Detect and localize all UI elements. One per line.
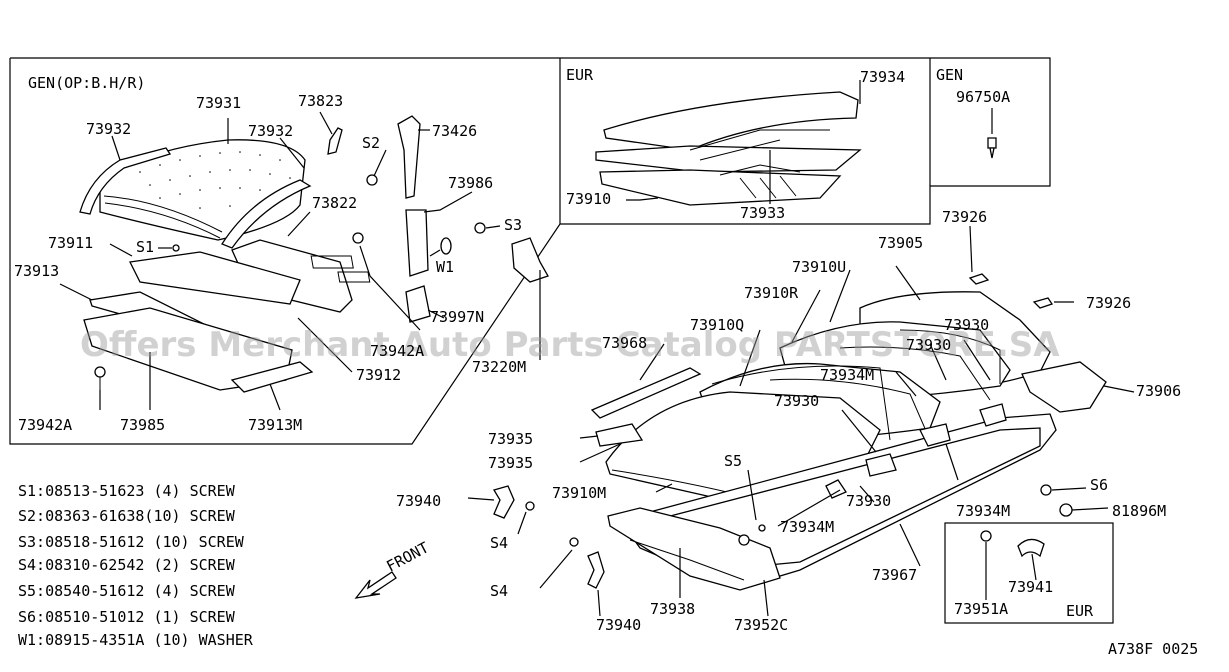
part-label: S6 bbox=[1090, 476, 1108, 494]
legend-item: W1:08915-4351A (10) WASHER bbox=[18, 631, 254, 649]
section-label-gen-op: GEN(OP:B.H/R) bbox=[28, 74, 145, 92]
legend-item: S1:08513-51623 (4) SCREW bbox=[18, 482, 236, 500]
part-label: 73930 bbox=[774, 392, 819, 410]
part-label: 73934 bbox=[860, 68, 905, 86]
section-label-gen-right: GEN bbox=[936, 66, 963, 84]
part-label: 73220M bbox=[472, 358, 526, 376]
main-roof-assembly bbox=[467, 225, 1135, 617]
part-label: 96750A bbox=[956, 88, 1010, 106]
section-label-eur-bottom: EUR bbox=[1066, 602, 1094, 620]
screw-legend: S1:08513-51623 (4) SCREW S2:08363-61638(… bbox=[18, 482, 254, 649]
part-label: 73426 bbox=[432, 122, 477, 140]
eur-headlining-inset bbox=[595, 80, 997, 206]
part-label: 73910U bbox=[792, 258, 846, 276]
part-label: S2 bbox=[362, 134, 380, 152]
watermark: Offers Merchant Auto Parts Catalog PARTS… bbox=[80, 325, 1060, 365]
part-label: 73951A bbox=[954, 600, 1008, 618]
part-label: 73934M bbox=[956, 502, 1010, 520]
part-label: 73941 bbox=[1008, 578, 1053, 596]
part-label: 73935 bbox=[488, 430, 533, 448]
part-label: 73932 bbox=[86, 120, 131, 138]
section-label-eur-top: EUR bbox=[566, 66, 594, 84]
part-label: 73932 bbox=[248, 122, 293, 140]
part-label: 73926 bbox=[1086, 294, 1131, 312]
section-frames bbox=[9, 57, 1114, 624]
part-label: 73934M bbox=[780, 518, 834, 536]
part-label: 73931 bbox=[196, 94, 241, 112]
part-labels: GEN(OP:B.H/R) EUR GEN EUR 73931 73823 73… bbox=[14, 66, 1198, 658]
part-label: 73905 bbox=[878, 234, 923, 252]
legend-item: S3:08518-51612 (10) SCREW bbox=[18, 533, 245, 551]
part-label: 73940 bbox=[596, 616, 641, 634]
part-label: 73926 bbox=[942, 208, 987, 226]
part-label: 73968 bbox=[602, 334, 647, 352]
part-label: 73823 bbox=[298, 92, 343, 110]
front-label: FRONT bbox=[383, 538, 431, 575]
legend-item: S2:08363-61638(10) SCREW bbox=[18, 507, 236, 525]
legend-item: S4:08310-62542 (2) SCREW bbox=[18, 556, 236, 574]
part-label: 73910M bbox=[552, 484, 606, 502]
part-label: 73942A bbox=[370, 342, 424, 360]
part-label: 73910R bbox=[744, 284, 799, 302]
part-label: 73930 bbox=[906, 336, 951, 354]
part-label: S5 bbox=[724, 452, 742, 470]
part-label: 73952C bbox=[734, 616, 788, 634]
part-label: 73913 bbox=[14, 262, 59, 280]
part-label: 73906 bbox=[1136, 382, 1181, 400]
part-label: 73933 bbox=[740, 204, 785, 222]
part-label: 81896M bbox=[1112, 502, 1166, 520]
part-label: 73934M bbox=[820, 366, 874, 384]
part-label: 73930 bbox=[944, 316, 989, 334]
gen-op-roof-assembly bbox=[59, 111, 549, 411]
part-label: 73910 bbox=[566, 190, 611, 208]
part-label: S4 bbox=[490, 534, 508, 552]
part-label: W1 bbox=[436, 258, 454, 276]
part-label: 73940 bbox=[396, 492, 441, 510]
part-label: 73985 bbox=[120, 416, 165, 434]
part-label: S3 bbox=[504, 216, 522, 234]
part-label: 73997N bbox=[430, 308, 484, 326]
diagram-code: A738F 0025 bbox=[1108, 640, 1198, 658]
part-label: 73911 bbox=[48, 234, 93, 252]
part-label: S1 bbox=[136, 238, 154, 256]
part-label: S4 bbox=[490, 582, 508, 600]
front-arrow-icon bbox=[354, 571, 397, 599]
part-label: 73942A bbox=[18, 416, 72, 434]
part-label: 73822 bbox=[312, 194, 357, 212]
legend-item: S5:08540-51612 (4) SCREW bbox=[18, 582, 236, 600]
part-label: 73967 bbox=[872, 566, 917, 584]
part-label: 73910Q bbox=[690, 316, 744, 334]
part-label: 73930 bbox=[846, 492, 891, 510]
part-label: 73986 bbox=[448, 174, 493, 192]
legend-item: S6:08510-51012 (1) SCREW bbox=[18, 608, 236, 626]
part-label: 73935 bbox=[488, 454, 533, 472]
part-label: 73912 bbox=[356, 366, 401, 384]
part-label: 73913M bbox=[248, 416, 302, 434]
part-label: 73938 bbox=[650, 600, 695, 618]
